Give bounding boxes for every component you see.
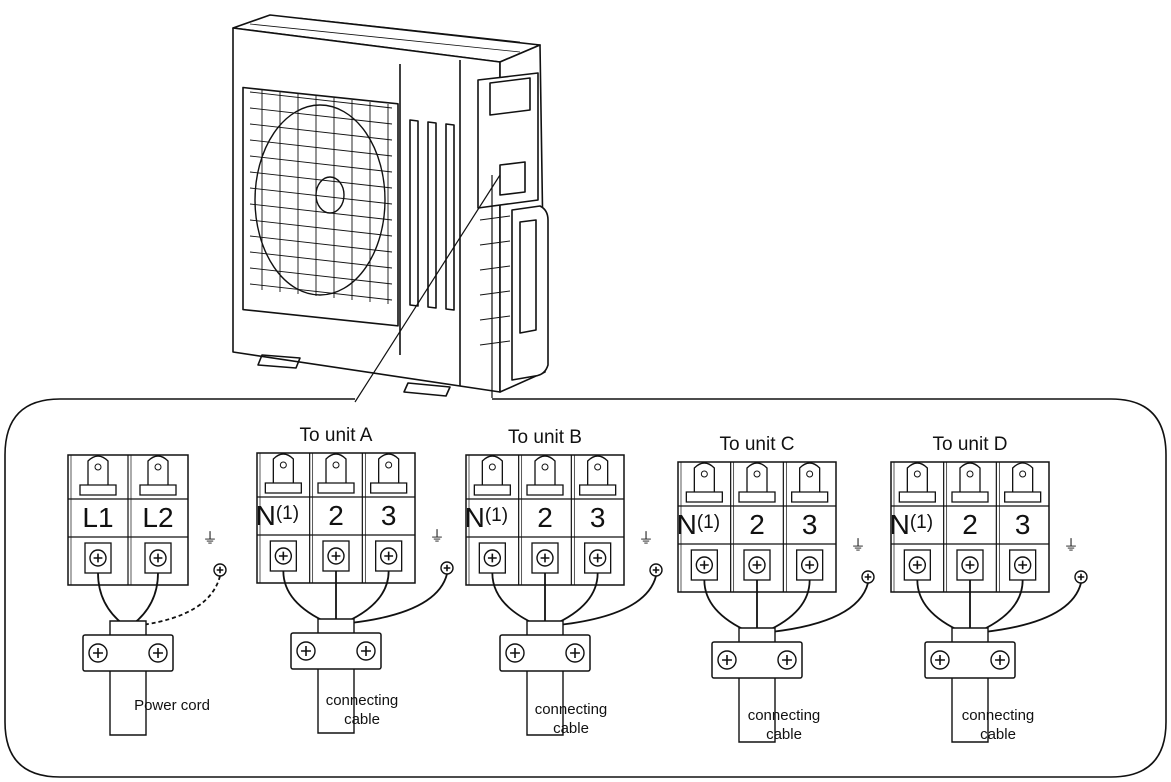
clamp-screw-icon <box>505 643 525 663</box>
clamp-screw-icon <box>930 650 950 670</box>
spade-tab <box>685 462 723 503</box>
terminal-label: 3 <box>1015 509 1031 540</box>
terminal-label: 2 <box>537 502 553 533</box>
cable-caption: connecting <box>326 692 399 709</box>
clamp-screw-icon <box>777 650 797 670</box>
terminal-label: 3 <box>381 500 397 531</box>
cable-caption: Power cord <box>134 697 210 714</box>
clamp-screw-icon <box>717 650 737 670</box>
cable-clamp <box>82 634 174 672</box>
ground-screw-icon <box>213 563 227 577</box>
clamp-screw-icon <box>990 650 1010 670</box>
clamp-screw-icon <box>356 641 376 661</box>
group-title: To unit C <box>720 434 795 455</box>
outdoor-unit-illustration <box>232 14 549 397</box>
terminal-group-unit-a: To unit A N(1) 2 3 ⏚ connecting cable <box>256 425 454 734</box>
terminal-screw-icon <box>588 549 607 567</box>
terminal-label: 3 <box>590 502 606 533</box>
spade-tab <box>264 453 302 494</box>
ground-screw-icon <box>861 570 875 584</box>
spade-tab <box>951 462 989 503</box>
terminal-screw-icon <box>1013 556 1032 574</box>
cable-caption: cable <box>344 711 380 728</box>
callout-box <box>4 398 1167 778</box>
cable-caption: connecting <box>535 701 608 718</box>
terminal-screw-icon <box>536 549 554 567</box>
terminal-group-power: L1 L2 ⏚ Power cord <box>67 454 227 736</box>
cable-caption: cable <box>766 726 802 743</box>
group-title: To unit B <box>508 427 582 448</box>
spade-tab <box>79 455 117 496</box>
group-title: To unit A <box>300 425 373 446</box>
ground-symbol-icon: ⏚ <box>850 537 865 554</box>
ground-symbol-icon: ⏚ <box>429 528 444 545</box>
cable-caption: connecting <box>748 707 821 724</box>
terminal-label: L2 <box>142 502 173 533</box>
spade-tab <box>1004 462 1042 503</box>
ground-screw-icon <box>649 563 663 577</box>
terminal-label: N(1) <box>256 500 299 531</box>
terminal-label: N(1) <box>677 509 720 540</box>
terminal-screw-icon <box>149 549 167 567</box>
cable-clamp <box>924 641 1016 679</box>
terminal-screw-icon <box>483 549 502 567</box>
clamp-screw-icon <box>88 643 108 663</box>
cable-caption: cable <box>980 726 1016 743</box>
spade-tab <box>473 455 511 496</box>
ground-symbol-icon: ⏚ <box>202 530 217 547</box>
ground-screw-icon <box>1074 570 1088 584</box>
ground-symbol-icon: ⏚ <box>1063 537 1078 554</box>
ground-symbol-icon: ⏚ <box>638 530 653 547</box>
ground-screw-icon <box>440 561 454 575</box>
terminal-label: 2 <box>328 500 344 531</box>
terminal-label: N(1) <box>465 502 508 533</box>
spade-tab <box>317 453 355 494</box>
spade-tab <box>738 462 776 503</box>
callout-leader-left <box>354 174 501 403</box>
terminal-screw-icon <box>379 547 398 565</box>
cable-caption: connecting <box>962 707 1035 724</box>
cable-clamp <box>499 634 591 672</box>
clamp-screw-icon <box>148 643 168 663</box>
terminal-screw-icon <box>274 547 293 565</box>
terminal-group-unit-b: To unit B N(1) 2 3 ⏚ connecting cable <box>465 427 663 737</box>
terminal-group-unit-c: To unit C N(1) 2 3 ⏚ connecting cable <box>677 434 875 743</box>
spade-tab <box>526 455 564 496</box>
spade-tab <box>898 462 936 503</box>
cable-clamp <box>290 632 382 670</box>
spade-tab <box>791 462 829 503</box>
terminal-screw-icon <box>748 556 766 574</box>
clamp-screw-icon <box>565 643 585 663</box>
clamp-screw-icon <box>296 641 316 661</box>
terminal-label: 3 <box>802 509 818 540</box>
terminal-screw-icon <box>695 556 714 574</box>
cable-clamp <box>711 641 803 679</box>
spade-tab <box>139 455 177 496</box>
terminal-screw-icon <box>908 556 927 574</box>
terminal-screw-icon <box>800 556 819 574</box>
terminal-label: 2 <box>749 509 765 540</box>
spade-tab <box>579 455 617 496</box>
terminal-screw-icon <box>327 547 345 565</box>
spade-tab <box>370 453 408 494</box>
terminal-group-unit-d: To unit D N(1) 2 3 ⏚ connecting cable <box>890 434 1088 743</box>
terminal-screw-icon <box>89 549 107 567</box>
terminal-screw-icon <box>961 556 979 574</box>
terminal-label: 2 <box>962 509 978 540</box>
cable-caption: cable <box>553 720 589 737</box>
group-title: To unit D <box>933 434 1008 455</box>
terminal-label: N(1) <box>890 509 933 540</box>
terminal-label: L1 <box>82 502 113 533</box>
